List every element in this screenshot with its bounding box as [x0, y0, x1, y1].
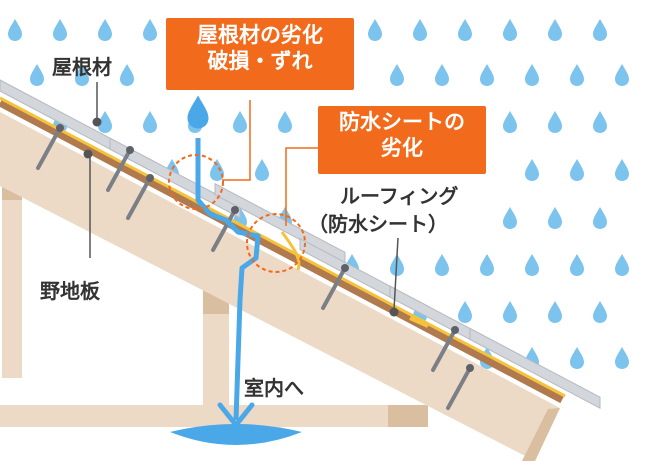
nails	[36, 124, 474, 410]
nail	[321, 266, 347, 310]
roof-damage-callout: 屋根材の劣化 破損・ずれ	[166, 18, 354, 90]
rain-drop	[143, 19, 157, 41]
interior-frame	[0, 178, 428, 428]
nail-head	[466, 364, 474, 372]
rain-drop	[593, 111, 607, 133]
nail-head	[231, 206, 239, 214]
nail-head	[341, 264, 349, 272]
damage-highlight-circle	[168, 154, 224, 210]
rain-drop	[233, 111, 247, 133]
roofing-underlayment	[0, 96, 566, 404]
nail	[446, 366, 472, 410]
rain-drop	[98, 19, 112, 41]
roof-material-label: 屋根材	[52, 55, 112, 79]
rain-drop	[548, 301, 562, 323]
rain-drop	[8, 19, 22, 41]
rain-drop	[525, 159, 539, 181]
rain-drop	[458, 19, 472, 41]
rain-drop	[30, 64, 44, 86]
rain-drop	[435, 64, 449, 86]
rain-drop	[525, 64, 539, 86]
rain-drop	[548, 207, 562, 229]
rain-drop	[525, 254, 539, 276]
rain-drop	[548, 19, 562, 41]
rain-drop	[143, 111, 157, 133]
rain-drop	[278, 111, 292, 133]
rain-drop	[593, 207, 607, 229]
sheet-highlight-circle	[246, 213, 306, 273]
rain-drop	[570, 64, 584, 86]
nail-head	[451, 326, 459, 334]
nail-head	[56, 124, 64, 132]
sheathing-label: 野地板	[40, 279, 100, 303]
rain-drop	[458, 301, 472, 323]
rain-drop	[593, 301, 607, 323]
rain-drop	[390, 64, 404, 86]
roofing-sublabel: （防水シート）	[308, 212, 448, 236]
rain-drop	[570, 159, 584, 181]
rain-drop	[548, 111, 562, 133]
nail	[211, 208, 237, 252]
rain-drop	[615, 159, 629, 181]
rain-drop	[503, 19, 517, 41]
nail	[36, 126, 62, 170]
rain-drop	[413, 19, 427, 41]
sheet-degradation-callout: 防水シートの 劣化	[318, 106, 486, 174]
nail	[431, 328, 457, 372]
rain-drop	[593, 19, 607, 41]
rain-drop	[570, 347, 584, 369]
roof-tile	[469, 327, 601, 409]
rain-drop	[503, 301, 517, 323]
rain-drop	[480, 64, 494, 86]
rain-drop	[435, 254, 449, 276]
nail-head	[146, 174, 154, 182]
rain-drop	[615, 64, 629, 86]
nail	[106, 148, 132, 192]
rain-drop	[503, 111, 517, 133]
nail	[126, 176, 152, 220]
rain-drop	[570, 254, 584, 276]
roof-damage-title: 屋根材の劣化	[197, 23, 323, 47]
rain-drop	[368, 19, 382, 41]
rain-drop	[480, 254, 494, 276]
rain-drop	[255, 159, 269, 181]
rain-drop	[503, 207, 517, 229]
roofing-label: ルーフィング	[340, 184, 459, 208]
rain-drop	[615, 347, 629, 369]
roof-damage-subtitle: 破損・ずれ	[207, 49, 313, 74]
rain-drop	[120, 64, 134, 86]
sheet-degradation-subtitle: 劣化	[381, 136, 423, 161]
rain-drop	[615, 254, 629, 276]
nail-head	[126, 146, 134, 154]
indoor-label: 室内へ	[244, 376, 304, 400]
sheet-degradation-title: 防水シートの	[339, 110, 465, 134]
rain-drop	[53, 19, 67, 41]
